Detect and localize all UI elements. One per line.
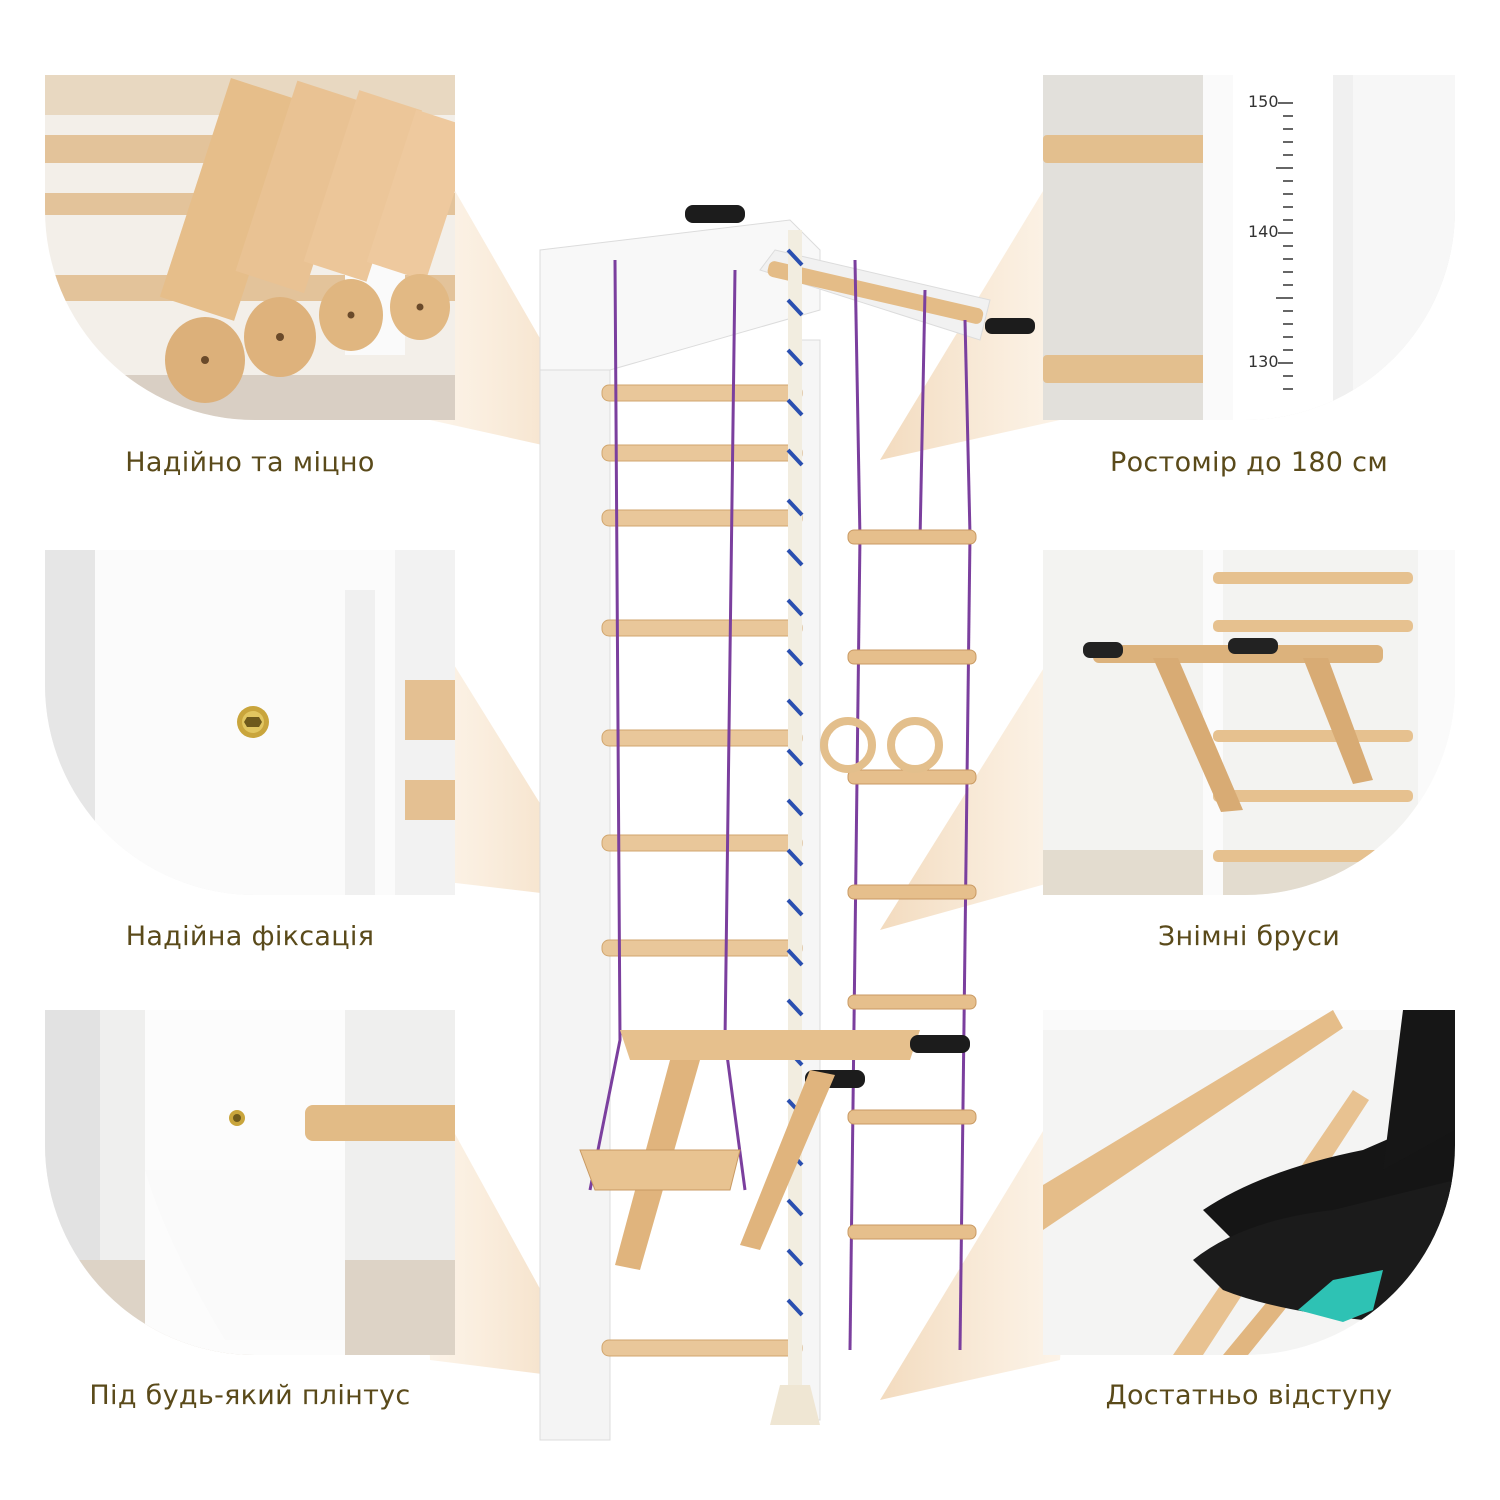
feature-caption: Ростомір до 180 см: [1110, 447, 1388, 478]
feature-caption: Надійно та міцно: [125, 447, 375, 478]
feature-caption: Надійна фіксація: [125, 921, 375, 952]
dowels-illustration: [45, 75, 455, 420]
feature-caption: Знімні бруси: [1157, 921, 1341, 952]
bars-illustration: [1043, 550, 1455, 895]
ruler-tick-label: 130: [1248, 352, 1279, 371]
feature-photo-clearance: [1043, 1010, 1455, 1355]
fixation-illustration: [45, 550, 455, 895]
product-wall-bars: [539, 205, 1035, 1441]
feature-caption: Достатньо відступу: [1105, 1380, 1393, 1411]
ruler-tick-label: 140: [1248, 222, 1279, 241]
ruler-illustration: [1043, 75, 1455, 420]
clearance-illustration: [1043, 1010, 1455, 1355]
feature-photo-bars: [1043, 550, 1455, 895]
ruler-tick-label: 150: [1248, 92, 1279, 111]
feature-photo-fixation: [45, 550, 455, 895]
feature-photo-dowels: [45, 75, 455, 420]
feature-caption: Під будь-який плінтус: [89, 1380, 411, 1411]
feature-photo-ruler: 150 140 130: [1043, 75, 1455, 420]
